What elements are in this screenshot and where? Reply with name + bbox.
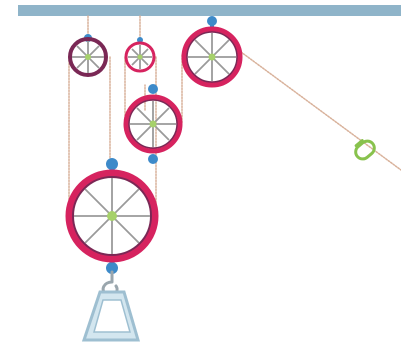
pulley-middle-rim-inner [128, 99, 178, 149]
pulley-top-small-rim [124, 41, 156, 73]
pulley-top-left-rim [68, 37, 108, 77]
pulley-middle-connector-top [148, 84, 158, 94]
pulley-bottom-connector-bottom [106, 262, 118, 274]
pulley-top-right-hub [208, 53, 216, 61]
pulley-top-small-connector [137, 37, 143, 43]
pulley-top-right-connector [207, 16, 217, 26]
pull-ring [354, 139, 376, 161]
pulley-top-right-rim-inner [186, 31, 238, 83]
pulley-middle-rim-outer [123, 94, 183, 154]
pulley-middle-connector-bottom [148, 154, 158, 164]
pulley-bottom-rim-inner [72, 176, 152, 256]
pulley-bottom-connector-top [106, 158, 118, 170]
rope-pull-line [240, 51, 401, 171]
pulley-top-right-rim-outer [181, 26, 243, 88]
pulley-top-left-hub [85, 54, 91, 60]
ceiling-beam [18, 5, 401, 16]
pulley-bottom-hub [107, 211, 117, 221]
pulley-top-small [124, 37, 156, 73]
weight-block [81, 290, 140, 342]
pulley-middle-hub [149, 120, 157, 128]
pulley-bottom-large [65, 158, 159, 274]
pulley-middle [123, 84, 183, 164]
pulley-top-right [181, 16, 243, 88]
pulley-top-small-hub [137, 54, 143, 60]
pulley-top-left [68, 34, 108, 77]
pulley-bottom-rim-outer [65, 169, 159, 263]
